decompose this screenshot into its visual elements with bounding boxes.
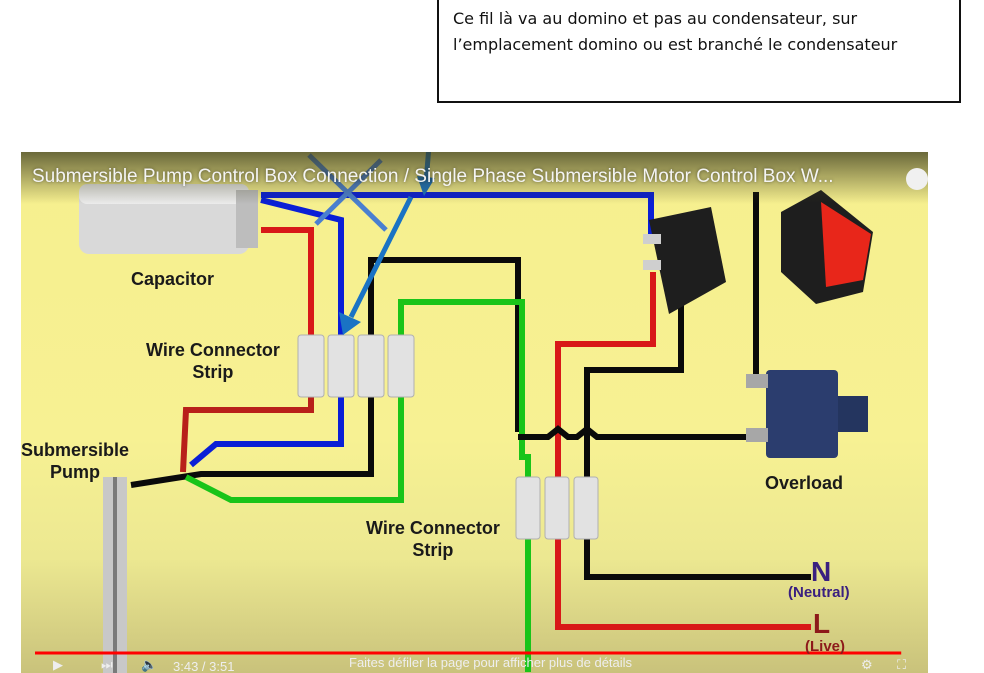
next-icon[interactable]: ⏭ bbox=[101, 657, 113, 672]
black-wire-switch bbox=[584, 272, 811, 580]
strip-1-label-line2: Strip bbox=[192, 362, 234, 382]
watch-later-icon[interactable] bbox=[906, 168, 928, 190]
strip-1-label: Wire Connector Strip bbox=[146, 339, 280, 383]
capacitor-label: Capacitor bbox=[131, 269, 215, 289]
pump-label-line1: Submersible bbox=[21, 440, 130, 460]
black-wire-strip1 bbox=[368, 257, 521, 432]
live-word: (Live) bbox=[805, 638, 846, 655]
rocker-switch-wired bbox=[643, 207, 726, 314]
strip-1-label-line1: Wire Connector bbox=[146, 340, 280, 360]
time-display: 3:43 / 3:51 bbox=[173, 659, 235, 673]
annotation-line-1: Ce fil là va au domino et pas au condens… bbox=[453, 9, 858, 28]
annotation-callout: Ce fil là va au domino et pas au condens… bbox=[437, 0, 961, 103]
blue-wire-capacitor bbox=[260, 197, 344, 337]
neutral-word: (Neutral) bbox=[788, 584, 850, 601]
black-wire-crossing bbox=[518, 425, 751, 440]
annotation-arrow-diagonal bbox=[339, 195, 414, 335]
video-title[interactable]: Submersible Pump Control Box Connection … bbox=[32, 166, 834, 187]
title-shade bbox=[21, 152, 928, 204]
scroll-hint: Faites défiler la page pour afficher plu… bbox=[349, 655, 633, 670]
strip-2-label-line2: Strip bbox=[412, 540, 454, 560]
rocker-switch-red bbox=[781, 190, 873, 304]
fullscreen-icon[interactable]: ⛶ bbox=[897, 657, 907, 672]
overload-label: Overload bbox=[765, 473, 844, 493]
player-controls: ▶ ⏭ 🔈 3:43 / 3:51 Faites défiler la page… bbox=[21, 651, 928, 673]
play-icon[interactable]: ▶ bbox=[53, 657, 63, 672]
blue-wire-pump bbox=[189, 387, 344, 468]
volume-icon[interactable]: 🔈 bbox=[141, 657, 158, 672]
live-letter: L bbox=[813, 608, 831, 639]
settings-icon[interactable]: ⚙ bbox=[861, 657, 873, 672]
annotation-line-2: l’emplacement domino ou est branché le c… bbox=[453, 35, 898, 54]
green-wire-strip1 bbox=[398, 299, 525, 382]
red-wire-capacitor bbox=[261, 227, 314, 337]
strip-2-label: Wire Connector Strip bbox=[366, 517, 500, 561]
wire-connector-strip-2 bbox=[515, 476, 599, 540]
video-player[interactable]: Submersible Pump Control Box Connection … bbox=[21, 152, 928, 673]
black-wire-pump bbox=[130, 387, 374, 488]
green-wire-strip2 bbox=[519, 382, 531, 672]
pump-label: Submersible Pump bbox=[21, 439, 129, 483]
strip-2-label-line1: Wire Connector bbox=[366, 518, 500, 538]
overload-breaker bbox=[746, 370, 868, 458]
wire-connector-strip-1 bbox=[297, 334, 415, 398]
neutral-letter: N bbox=[811, 556, 832, 587]
red-wire-switch bbox=[555, 272, 811, 630]
pump-label-line2: Pump bbox=[50, 462, 101, 482]
submersible-pump-image bbox=[103, 477, 127, 673]
green-wire-pump bbox=[184, 387, 404, 503]
red-wire-pump bbox=[180, 387, 314, 473]
